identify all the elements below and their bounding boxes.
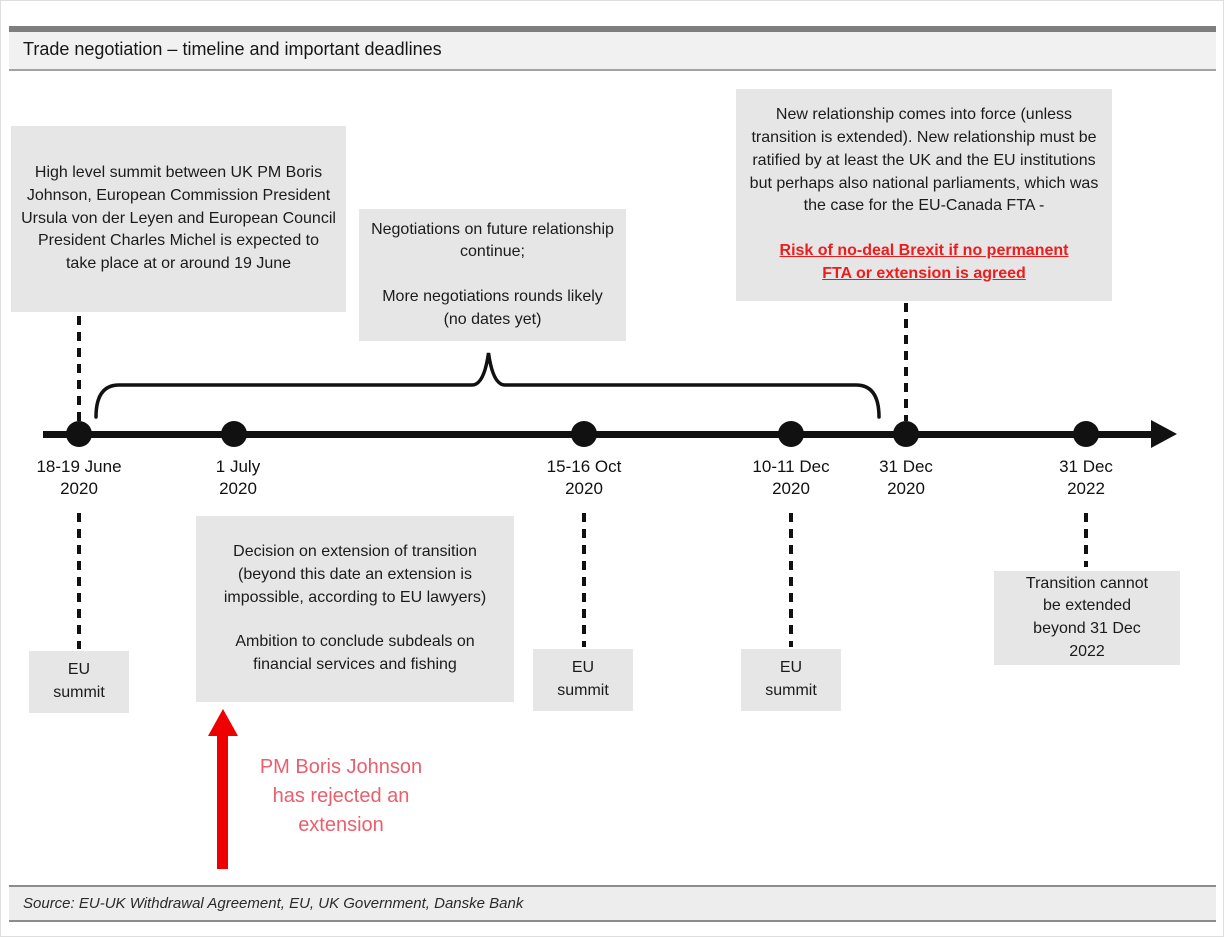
date-label-31-dec-2022: 31 Dec 2022: [1026, 456, 1146, 500]
callout-text: Ambition to conclude subdeals on financi…: [235, 633, 475, 674]
eu-summit-badge-2: EU summit: [533, 649, 633, 711]
date-line: 1 July: [215, 457, 261, 476]
rejection-annotation-line: extension: [298, 814, 384, 836]
date-line: 2020: [887, 479, 925, 498]
rejection-annotation: PM Boris Johnson has rejected an extensi…: [234, 753, 448, 840]
dashed-connector-transition-box: [1084, 513, 1088, 567]
callout-text: High level summit between UK PM Boris Jo…: [21, 164, 336, 273]
timeline-marker-dot: [66, 421, 92, 447]
timeline-marker-dot: [221, 421, 247, 447]
date-line: 2020: [772, 479, 810, 498]
date-label-1-july-2020: 1 July 2020: [178, 456, 298, 500]
date-line: 31 Dec: [879, 457, 933, 476]
red-up-arrow-shaft: [217, 734, 228, 869]
dashed-connector-new-relationship-box: [904, 303, 908, 421]
callout-transition-cannot-be-extended: Transition cannot be extended beyond 31 …: [994, 571, 1180, 665]
date-label-31-dec-2020: 31 Dec 2020: [846, 456, 966, 500]
dashed-connector-eu-summit-2: [582, 513, 586, 647]
timeline-marker-dot: [571, 421, 597, 447]
risk-warning-line-1: Risk of no-deal Brexit if no permanent: [779, 242, 1069, 260]
timeline-axis: [43, 431, 1155, 438]
rejection-annotation-line: has rejected an: [272, 785, 410, 807]
risk-warning-line-2: FTA or extension is agreed: [822, 264, 1026, 282]
source-text: Source: EU-UK Withdrawal Agreement, EU, …: [23, 895, 524, 912]
date-line: 15-16 Oct: [546, 457, 622, 476]
date-line: 2020: [60, 479, 98, 498]
rejection-annotation-line: PM Boris Johnson: [259, 756, 423, 778]
callout-new-relationship: New relationship comes into force (unles…: [736, 89, 1112, 301]
date-line: 2022: [1067, 479, 1105, 498]
date-label-15-16-oct-2020: 15-16 Oct 2020: [514, 456, 654, 500]
date-line: 31 Dec: [1059, 457, 1113, 476]
date-line: 2020: [219, 479, 257, 498]
dashed-connector-eu-summit-1: [77, 513, 81, 649]
date-line: 10-11 Dec: [752, 457, 830, 476]
date-line: 2020: [565, 479, 603, 498]
timeline-marker-dot: [893, 421, 919, 447]
eu-summit-badge-1: EU summit: [29, 651, 129, 713]
page-title: Trade negotiation – timeline and importa…: [23, 39, 442, 59]
source-bar: Source: EU-UK Withdrawal Agreement, EU, …: [9, 885, 1216, 922]
timeline-arrowhead-icon: [1151, 420, 1177, 448]
callout-text: Decision on extension of transition (bey…: [223, 543, 487, 606]
date-label-10-11-dec-2020: 10-11 Dec 2020: [719, 456, 863, 500]
timeline-marker-dot: [778, 421, 804, 447]
eu-summit-badge-3: EU summit: [741, 649, 841, 711]
red-up-arrow-icon: [208, 709, 238, 736]
callout-text: New relationship comes into force (unles…: [749, 106, 1099, 215]
callout-high-level-summit: High level summit between UK PM Boris Jo…: [11, 126, 346, 312]
dashed-connector-eu-summit-3: [789, 513, 793, 647]
date-label-18-19-june-2020: 18-19 June 2020: [9, 456, 149, 500]
callout-decision-on-extension: Decision on extension of transition (bey…: [196, 516, 514, 702]
figure-title-bar: Trade negotiation – timeline and importa…: [9, 26, 1216, 71]
callout-text: More negotiations rounds likely (no date…: [382, 288, 603, 328]
timeline-marker-dot: [1073, 421, 1099, 447]
negotiation-period-brace: [94, 352, 881, 419]
date-line: 18-19 June: [36, 457, 122, 476]
dashed-connector-summit-box: [77, 316, 81, 421]
callout-text: Negotiations on future relationship cont…: [371, 220, 614, 261]
callout-negotiations-continue: Negotiations on future relationship cont…: [359, 209, 626, 341]
